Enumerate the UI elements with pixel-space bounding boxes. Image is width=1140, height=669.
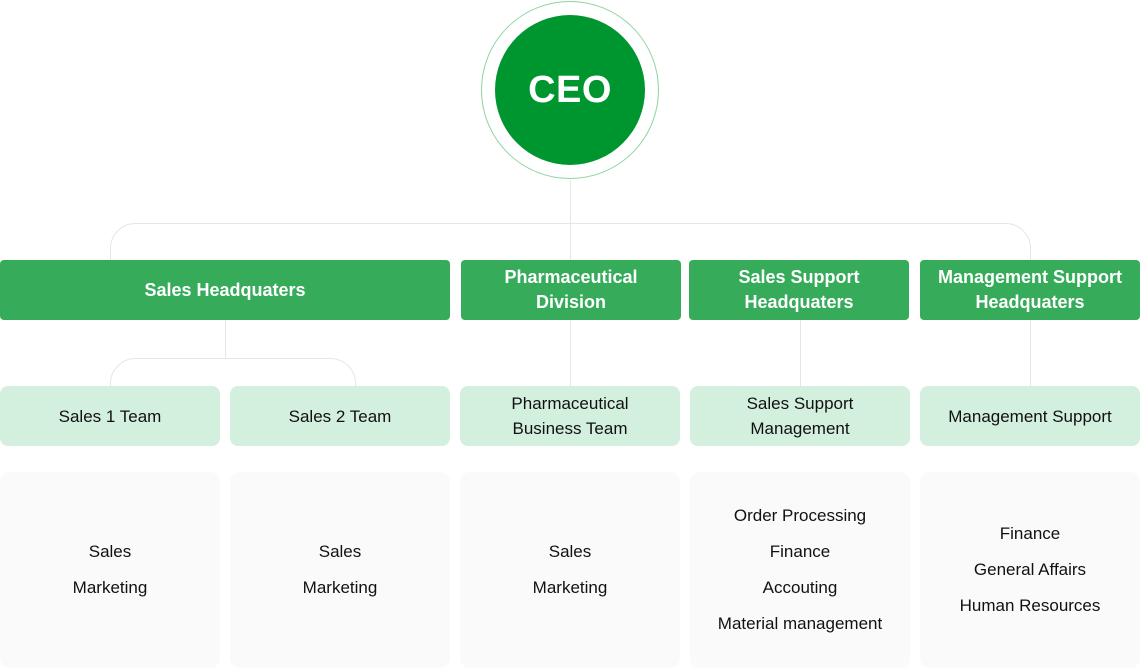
hq-sales-support[interactable]: Sales Support Headquaters — [689, 260, 909, 320]
function-item: Marketing — [72, 578, 148, 597]
team-management-support[interactable]: Management Support — [920, 386, 1140, 446]
function-item: Finance — [769, 542, 831, 561]
hq-label: Sales Headquaters — [144, 279, 306, 300]
function-item: Marketing — [302, 578, 378, 597]
team-label: Sales 2 Team — [288, 406, 392, 426]
connector-top-bar — [110, 223, 1031, 260]
hq-pharmaceutical[interactable]: Pharmaceutical Division — [461, 260, 681, 320]
hq-label: Management Support Headquaters — [937, 267, 1122, 312]
function-item: General Affairs — [973, 560, 1087, 579]
functions-management-support: Finance General Affairs Human Resources — [920, 472, 1140, 668]
ceo-label: CEO — [528, 68, 612, 111]
function-item: Sales — [548, 542, 592, 561]
team-label: Management Support — [948, 406, 1112, 426]
hq-label: Sales Support Headquaters — [738, 267, 860, 312]
function-item: Marketing — [532, 578, 608, 597]
ceo-node[interactable]: CEO — [495, 15, 645, 165]
function-item: Order Processing — [733, 506, 867, 525]
connector-sales-teams-bar — [110, 358, 356, 386]
hq-sales[interactable]: Sales Headquaters — [0, 260, 450, 320]
hq-label: Pharmaceutical Division — [504, 267, 638, 312]
team-sales-support-management[interactable]: Sales Support Management — [690, 386, 910, 446]
team-label: Sales Support Management — [746, 394, 854, 438]
team-label: Pharmaceutical Business Team — [511, 394, 629, 438]
team-sales-1[interactable]: Sales 1 Team — [0, 386, 220, 446]
function-item: Sales — [318, 542, 362, 561]
function-item: Material management — [717, 614, 883, 633]
function-item: Accouting — [762, 578, 838, 597]
function-item: Human Resources — [959, 596, 1101, 615]
team-label: Sales 1 Team — [58, 406, 162, 426]
functions-sales-support: Order Processing Finance Accouting Mater… — [690, 472, 910, 668]
function-item: Finance — [999, 524, 1061, 543]
hq-management-support[interactable]: Management Support Headquaters — [920, 260, 1140, 320]
team-pharmaceutical-business[interactable]: Pharmaceutical Business Team — [460, 386, 680, 446]
functions-sales-2: Sales Marketing — [230, 472, 450, 668]
function-item: Sales — [88, 542, 132, 561]
functions-pharmaceutical: Sales Marketing — [460, 472, 680, 668]
team-sales-2[interactable]: Sales 2 Team — [230, 386, 450, 446]
functions-sales-1: Sales Marketing — [0, 472, 220, 668]
